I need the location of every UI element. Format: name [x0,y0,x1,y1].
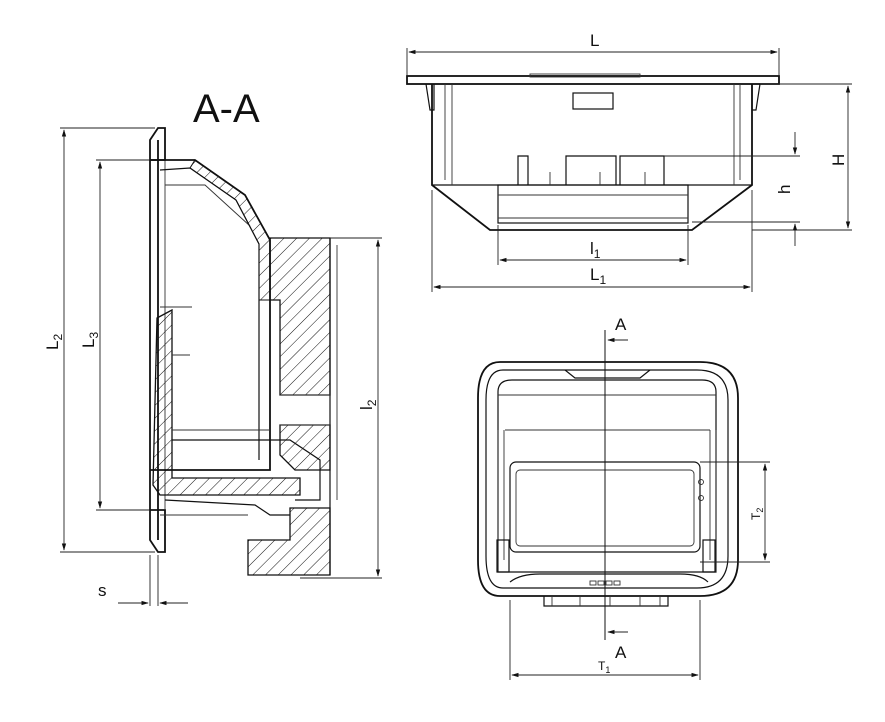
bottom-clips [543,596,669,607]
side-view-dimensions: L l1 L1 H h [406,31,852,292]
front-view-dimensions: T1 T2 [509,461,770,680]
svg-text:s: s [98,581,107,600]
grille-box [497,184,689,224]
inner-part-hatch [152,308,301,496]
rail-left [496,539,510,573]
flange-bottom [149,509,166,553]
svg-text:l2: l2 [357,399,379,410]
section-mark-top: A [615,315,627,334]
front-view: A A [477,315,739,662]
svg-text:L3: L3 [79,332,101,348]
svg-text:H: H [829,154,848,166]
svg-text:T2: T2 [749,508,765,520]
svg-text:L2: L2 [43,334,65,350]
indicator-3 [605,580,613,586]
grille-area [497,379,717,573]
wall-block-lower [247,507,331,576]
flange-top [149,127,166,161]
indicator-2 [597,580,605,586]
side-view [406,73,780,231]
section-view: A-A [149,87,338,576]
svg-text:L: L [590,31,599,50]
indicator-1 [589,580,597,586]
shell-wall-hatch [189,159,271,301]
outer-frame [477,361,739,597]
wall-block-mid [279,424,331,471]
wall-block-upper [269,237,331,396]
side-body [431,84,753,231]
svg-text:L1: L1 [590,265,606,287]
vent-slot [572,92,614,110]
svg-text:l1: l1 [590,239,601,261]
rail-right [702,539,716,573]
section-title: A-A [193,87,260,131]
section-mark-bottom: A [615,643,627,662]
svg-text:T1: T1 [598,659,610,675]
indicator-4 [613,580,621,586]
svg-text:h: h [775,185,794,194]
top-plate [406,75,780,85]
section-dimensions: L2 L3 l2 s [43,127,382,606]
